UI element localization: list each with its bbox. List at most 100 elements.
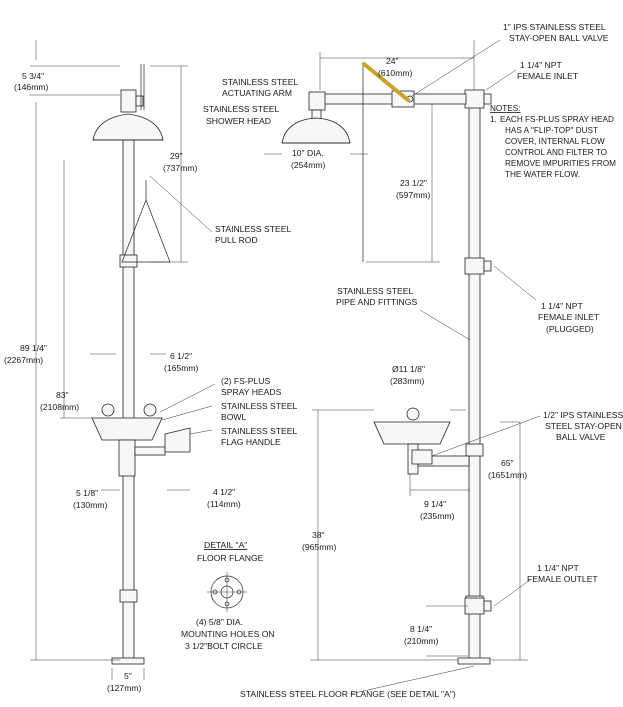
right-plugged-tee (464, 257, 485, 275)
dim-height-38: 38" (312, 530, 325, 540)
right-floor-flange (457, 657, 491, 665)
label-valve-top-1: 1" IPS STAINLESS STEEL (503, 22, 606, 32)
notes-line-6: THE WATER FLOW. (505, 170, 580, 179)
notes-line-2: HAS A "FLIP-TOP" DUST (505, 126, 598, 135)
right-bowl (373, 421, 451, 445)
notes-item-number: 1. (490, 115, 497, 124)
dim-base-mm: (127mm) (107, 683, 142, 693)
dim-outlet-mm: (210mm) (404, 636, 439, 646)
notes: NOTES: 1. EACH FS-PLUS SPRAY HEAD HAS A … (490, 104, 616, 179)
left-flag-handle (164, 427, 191, 453)
label-actuating-arm-1: STAINLESS STEEL (222, 77, 298, 87)
dim-bowl-reach-mm: (235mm) (420, 511, 455, 521)
dim-pullrod-mm: (737mm) (163, 163, 198, 173)
notes-line-1: EACH FS-PLUS SPRAY HEAD (500, 115, 614, 124)
dim-reach-mm: (610mm) (378, 68, 413, 78)
label-spray-heads-1: (2) FS-PLUS (221, 376, 270, 386)
label-outlet-2: FEMALE OUTLET (527, 574, 598, 584)
dim-bowl-height-mm: (2108mm) (40, 402, 79, 412)
dim-height-65-mm: (1651mm) (488, 470, 527, 480)
label-shower-head-2: SHOWER HEAD (206, 116, 271, 126)
dim-rod-drop: 23 1/2" (400, 178, 427, 188)
left-coupling-lower (119, 589, 138, 603)
left-floor-flange (111, 657, 145, 665)
left-coupling-upper (119, 254, 138, 268)
label-floor-flange: STAINLESS STEEL FLOOR FLANGE (SEE DETAIL… (240, 689, 456, 699)
label-inlet-top-2: FEMALE INLET (517, 71, 579, 81)
left-dimension-text: 5 3/4" (146mm) 29" (737mm) 89 1/4" (2267… (4, 71, 241, 693)
dim-bowl-offset: 6 1/2" (170, 351, 192, 361)
notes-line-3: COVER, INTERNAL FLOW (505, 137, 605, 146)
dim-bowl-offset-mm: (165mm) (164, 363, 199, 373)
right-plugged-inlet (483, 260, 492, 272)
detail-title: DETAIL "A" (204, 540, 247, 550)
detail-a: DETAIL "A" FLOOR FLANGE (4) 5/8" DIA. MO… (181, 540, 275, 651)
dim-head-dia: 10" DIA. (292, 148, 324, 158)
left-bowl-valve (134, 446, 166, 456)
detail-subtitle: FLOOR FLANGE (197, 553, 264, 563)
label-outlet-1: 1 1/4" NPT (537, 563, 579, 573)
detail-text-3: 3 1/2"BOLT CIRCLE (185, 641, 263, 651)
notes-title: NOTES: (490, 104, 520, 113)
right-coupling-mid (465, 443, 484, 457)
dim-pipe-drain-mm: (130mm) (73, 500, 108, 510)
left-top-valve (120, 89, 137, 113)
dim-handle-offset-mm: (114mm) (207, 499, 241, 509)
label-pipe-fittings-2: PIPE AND FITTINGS (336, 297, 417, 307)
dim-base: 5" (124, 671, 132, 681)
dim-height-38-mm: (965mm) (302, 542, 337, 552)
label-actuating-arm-2: ACTUATING ARM (222, 88, 292, 98)
right-view (281, 62, 492, 665)
right-dimension-text: 24" (610mm) 10" DIA. (254mm) 23 1/2" (59… (291, 56, 527, 646)
dim-top-offset-mm: (146mm) (14, 82, 49, 92)
right-head-elbow (308, 91, 326, 111)
right-outlet (483, 600, 492, 612)
right-spray-head (406, 407, 420, 421)
right-main-pipe (468, 99, 481, 661)
left-shower-head (92, 113, 164, 141)
label-inlet-plugged-1: 1 1/4" NPT (541, 301, 583, 311)
dim-overall-mm: (2267mm) (4, 355, 43, 365)
left-spray-head-1 (101, 403, 115, 417)
right-shower-head (281, 117, 351, 144)
left-labels: STAINLESS STEEL PULL ROD (2) FS-PLUS SPR… (203, 77, 298, 447)
left-valve-stem (135, 95, 144, 107)
dim-bowl-reach: 9 1/4" (424, 499, 446, 509)
label-shower-head-1: STAINLESS STEEL (203, 104, 279, 114)
label-pull-rod-1: STAINLESS STEEL (215, 224, 291, 234)
dim-pullrod: 29" (170, 151, 183, 161)
left-dimensions (30, 40, 216, 680)
right-actuating-arm (362, 62, 410, 102)
label-valve-bowl-2: STEEL STAY-OPEN (545, 421, 622, 431)
right-labels: 1" IPS STAINLESS STEEL STAY-OPEN BALL VA… (240, 22, 623, 699)
dim-bowl-dia-mm: (283mm) (390, 376, 425, 386)
right-top-inlet (483, 93, 492, 105)
dim-overall: 89 1/4" (20, 343, 47, 353)
notes-line-5: REMOVE IMPURITIES FROM (505, 159, 616, 168)
label-valve-bowl-1: 1/2" IPS STAINLESS (543, 410, 623, 420)
left-view (91, 64, 191, 665)
right-bowl-valve (411, 449, 433, 465)
dim-height-65: 65" (501, 458, 514, 468)
dim-outlet: 8 1/4" (410, 624, 432, 634)
label-inlet-top-1: 1 1/4" NPT (520, 60, 562, 70)
right-top-tee (464, 89, 485, 109)
label-bowl-1: STAINLESS STEEL (221, 401, 297, 411)
dim-bowl-height: 83" (56, 390, 69, 400)
left-bowl (91, 417, 163, 441)
left-spray-head-2 (143, 403, 157, 417)
left-main-pipe (122, 139, 135, 661)
detail-text-2: MOUNTING HOLES ON (181, 629, 275, 639)
label-bowl-2: BOWL (221, 412, 247, 422)
dim-reach: 24" (386, 56, 399, 66)
dim-pipe-drain: 5 1/8" (76, 488, 98, 498)
label-valve-top-2: STAY-OPEN BALL VALVE (509, 33, 609, 43)
label-inlet-plugged-2: FEMALE INLET (538, 312, 600, 322)
dim-bowl-dia: Ø11 1/8" (392, 364, 425, 374)
dim-rod-drop-mm: (597mm) (396, 190, 431, 200)
dim-head-dia-mm: (254mm) (291, 160, 326, 170)
label-flag-2: FLAG HANDLE (221, 437, 281, 447)
left-drain-pipe (118, 439, 136, 477)
left-pull-handle (121, 199, 171, 263)
